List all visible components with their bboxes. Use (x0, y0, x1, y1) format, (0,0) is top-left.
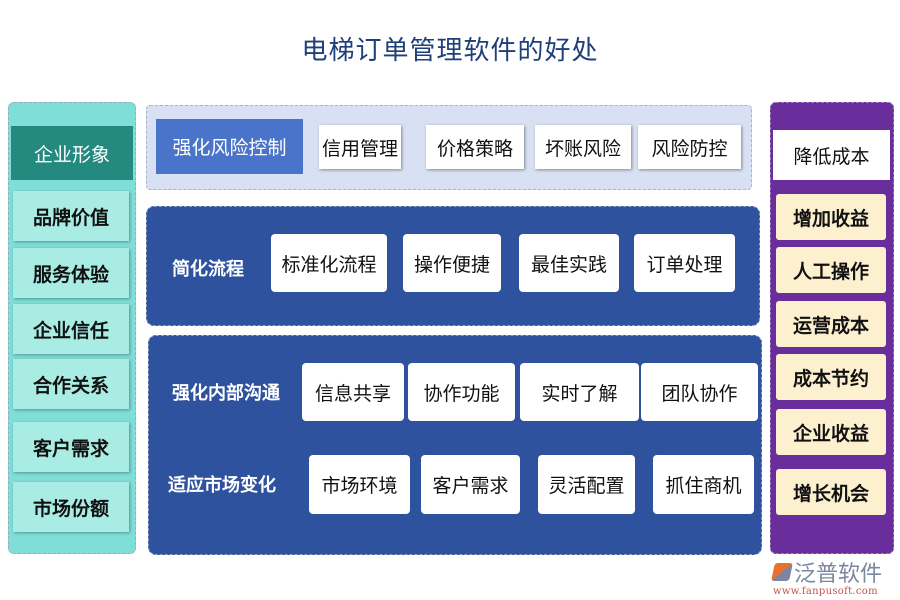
right-item: 成本节约 (776, 354, 886, 400)
market-item: 客户需求 (421, 455, 520, 514)
left-header: 企业形象 (11, 126, 133, 180)
communication-item: 信息共享 (302, 363, 404, 421)
market-item: 市场环境 (309, 455, 410, 514)
communication-header: 强化内部沟通 (172, 383, 280, 404)
logo-icon (771, 563, 793, 581)
right-item: 增长机会 (776, 469, 886, 515)
market-header: 适应市场变化 (168, 475, 276, 496)
risk-item: 坏账风险 (535, 125, 631, 169)
logo-name: 泛普软件 (794, 562, 883, 587)
risk-item: 信用管理 (319, 125, 401, 169)
right-item: 企业收益 (776, 409, 886, 455)
right-item: 增加收益 (776, 194, 886, 240)
risk-item: 价格策略 (426, 125, 524, 169)
left-item: 品牌价值 (13, 191, 129, 241)
risk-item: 风险防控 (638, 125, 741, 169)
communication-item: 团队协作 (641, 363, 758, 421)
simplify-item: 操作便捷 (403, 234, 501, 292)
left-item: 市场份额 (13, 482, 129, 532)
logo-url: www.fanpusoft.com (773, 586, 878, 597)
left-item: 客户需求 (13, 422, 129, 472)
simplify-header: 简化流程 (172, 259, 244, 280)
page-title: 电梯订单管理软件的好处 (301, 36, 599, 66)
simplify-item: 最佳实践 (519, 234, 619, 292)
communication-item: 协作功能 (408, 363, 515, 421)
market-item: 灵活配置 (538, 455, 635, 514)
simplify-item: 订单处理 (634, 234, 735, 292)
market-item: 抓住商机 (653, 455, 754, 514)
brand-logo: 泛普软件 www.fanpusoft.com (771, 556, 893, 597)
right-item: 人工操作 (776, 247, 886, 293)
right-item: 运营成本 (776, 301, 886, 347)
left-item: 服务体验 (13, 248, 129, 298)
communication-item: 实时了解 (520, 363, 639, 421)
left-item: 合作关系 (13, 359, 129, 409)
simplify-item: 标准化流程 (271, 234, 387, 292)
left-item: 企业信任 (13, 304, 129, 354)
risk-header: 强化风险控制 (156, 119, 303, 174)
right-header: 降低成本 (773, 130, 890, 180)
